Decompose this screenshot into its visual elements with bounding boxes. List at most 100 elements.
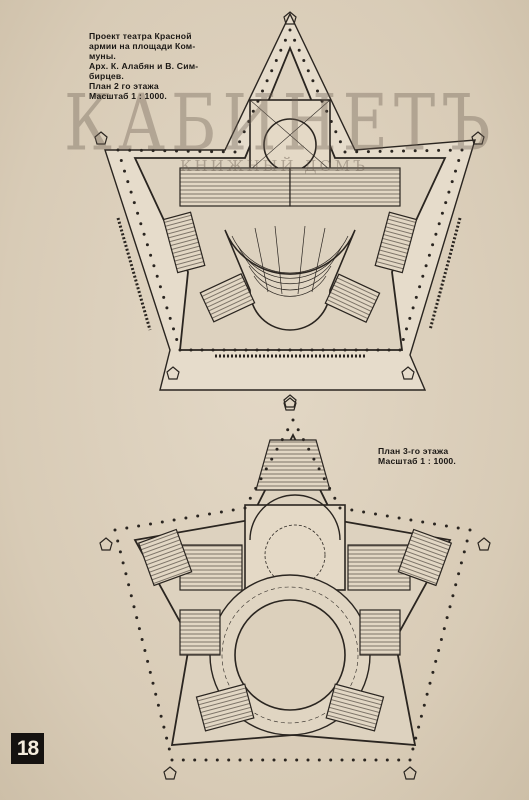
column-dot (186, 149, 190, 153)
column-dot (160, 520, 164, 524)
column-dot (405, 327, 408, 331)
column-dot (338, 140, 342, 144)
column-dot (332, 348, 336, 352)
column-dot (158, 285, 162, 289)
column-dot (277, 348, 281, 352)
column-dot (227, 758, 231, 762)
column-dot (411, 306, 415, 310)
column-dot (132, 605, 136, 609)
column-dot (444, 524, 448, 528)
column-dot (297, 48, 301, 52)
column-dot (243, 506, 247, 510)
pod-right (397, 528, 453, 587)
page-number: 18 (11, 733, 44, 764)
column-dot (428, 681, 432, 685)
column-dot (265, 79, 269, 83)
column-dot (291, 418, 295, 422)
tip-marker (283, 394, 297, 408)
column-dot (422, 703, 426, 707)
column-dot (374, 512, 377, 516)
column-dot (270, 457, 274, 461)
column-dot (148, 670, 152, 674)
ring-auditorium-inner (234, 599, 346, 711)
column-dot (425, 149, 429, 153)
tip-marker (403, 766, 417, 780)
column-dot (233, 150, 237, 154)
column-dot (288, 348, 292, 352)
column-dot (293, 38, 297, 42)
column-dot (421, 520, 425, 524)
column-dot (238, 758, 242, 762)
plan-third-floor (99, 397, 491, 780)
column-dot (454, 583, 458, 587)
column-dot (270, 69, 274, 73)
plan-second-floor (94, 11, 485, 408)
caption-line: План 3-го этажа (378, 446, 449, 456)
column-dot (397, 516, 401, 520)
column-dot (306, 69, 310, 73)
column-dot (351, 758, 355, 762)
column-dot (178, 348, 182, 352)
column-dot (457, 159, 461, 162)
column-dot (259, 477, 263, 481)
column-dot (437, 148, 441, 152)
column-dot (175, 149, 178, 153)
column-dot (210, 150, 214, 154)
column-dot (295, 758, 299, 762)
column-dot (140, 638, 144, 641)
colonnade-dots (116, 28, 464, 352)
column-dot (266, 348, 270, 352)
column-dot (317, 467, 321, 471)
column-dot (433, 522, 436, 526)
column-dot (215, 758, 219, 762)
column-dot (238, 140, 242, 144)
column-dot (261, 89, 264, 93)
column-dot (355, 150, 359, 154)
column-dot (439, 638, 443, 641)
caption-line: муны. (89, 51, 116, 61)
column-dot (204, 758, 208, 762)
column-dot (408, 316, 412, 320)
column-dot (311, 79, 315, 83)
column-dot (124, 572, 128, 576)
column-dot (280, 438, 284, 442)
column-dot (139, 222, 143, 226)
column-dot (397, 758, 401, 762)
pod-bottom-right (325, 683, 385, 732)
column-dot (448, 605, 452, 609)
column-dot (172, 518, 176, 522)
column-dot (317, 758, 321, 762)
column-dot (121, 561, 125, 565)
column-dot (264, 467, 268, 471)
tip-marker (163, 766, 177, 780)
column-dot (462, 550, 466, 554)
column-dot (181, 758, 185, 762)
column-dot (437, 222, 441, 226)
column-dot (411, 747, 415, 751)
column-dot (155, 274, 159, 278)
column-dot (126, 180, 130, 184)
column-dot (256, 99, 260, 103)
foyer-right (289, 167, 401, 207)
column-dot (434, 659, 438, 663)
column-dot (338, 506, 342, 510)
column-dot (146, 659, 150, 663)
column-dot (427, 253, 431, 257)
column-dot (413, 149, 417, 153)
column-dot (193, 758, 197, 762)
caption-line: армии на площади Ком- (89, 41, 196, 51)
column-dot (448, 148, 452, 152)
column-dot (385, 758, 389, 762)
tip-marker (401, 366, 415, 380)
column-dot (437, 649, 441, 652)
column-dot (419, 714, 423, 718)
column-dot (162, 725, 166, 729)
tip-marker (94, 131, 108, 145)
column-dot (247, 120, 251, 123)
column-dot (123, 169, 126, 173)
column-dot (465, 539, 469, 543)
column-dot (251, 109, 255, 113)
column-dot (143, 649, 147, 652)
column-dot (320, 99, 324, 103)
column-dot (350, 508, 354, 512)
